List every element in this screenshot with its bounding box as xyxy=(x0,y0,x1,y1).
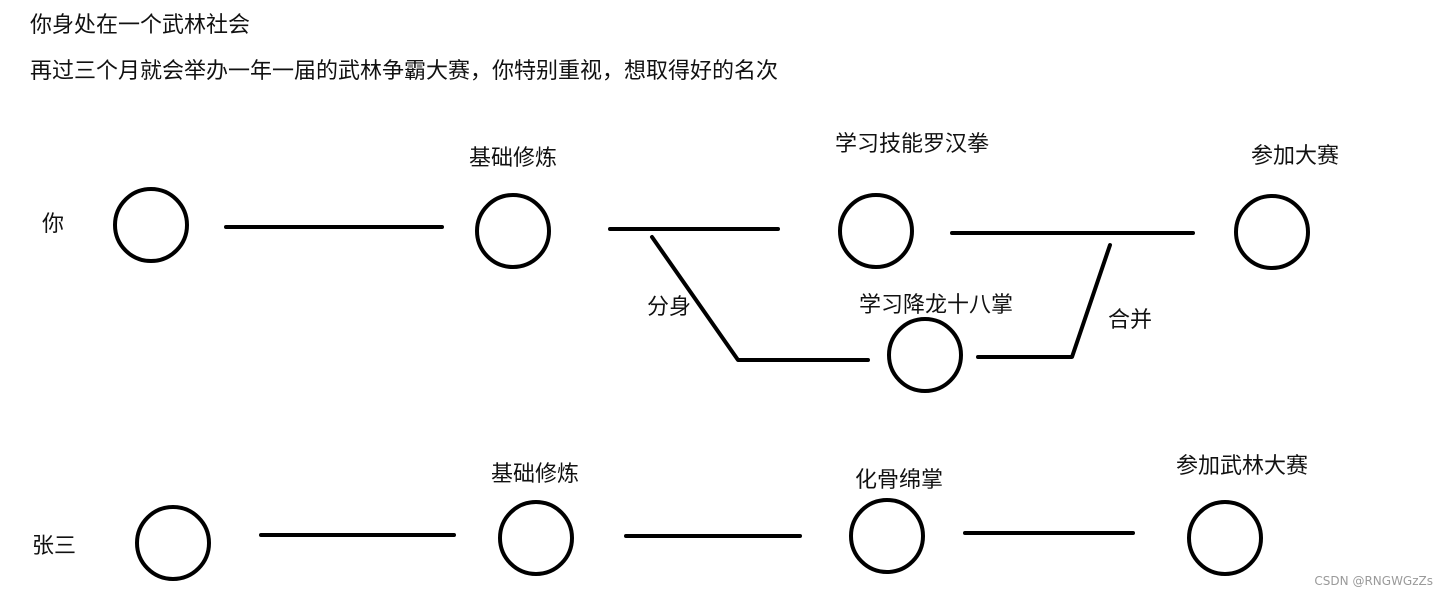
you-node-luohan-fist xyxy=(838,193,914,269)
row-label-you: 你 xyxy=(42,212,65,237)
you-start-node xyxy=(113,187,189,263)
branch-split-label: 分身 xyxy=(647,295,692,320)
zhangsan-node-bone-palm xyxy=(849,498,925,574)
row-label-zhangsan: 张三 xyxy=(32,534,77,559)
you-label-basic-training: 基础修炼 xyxy=(469,146,558,171)
zhangsan-start-node xyxy=(135,505,211,581)
intro-line-1: 你身处在一个武林社会 xyxy=(30,13,251,38)
you-node-compete xyxy=(1234,194,1310,270)
zhangsan-label-compete: 参加武林大赛 xyxy=(1176,454,1309,479)
zhangsan-node-basic-training xyxy=(498,500,574,576)
you-label-luohan-fist: 学习技能罗汉拳 xyxy=(835,132,990,157)
zhangsan-label-basic-training: 基础修炼 xyxy=(491,462,580,487)
you-label-compete: 参加大赛 xyxy=(1251,144,1340,169)
branch-node-label: 学习降龙十八掌 xyxy=(859,293,1014,318)
you-node-basic-training xyxy=(475,193,551,269)
watermark: CSDN @RNGWGzZs xyxy=(1314,574,1433,588)
you-node-dragon-palm xyxy=(887,317,963,393)
intro-line-2: 再过三个月就会举办一年一届的武林争霸大赛，你特别重视，想取得好的名次 xyxy=(30,59,779,84)
zhangsan-node-compete xyxy=(1187,500,1263,576)
branch-merge-label: 合并 xyxy=(1108,308,1153,333)
you-merge-path xyxy=(976,243,1112,359)
you-split-path xyxy=(650,235,870,362)
zhangsan-label-bone-palm: 化骨绵掌 xyxy=(855,468,944,493)
